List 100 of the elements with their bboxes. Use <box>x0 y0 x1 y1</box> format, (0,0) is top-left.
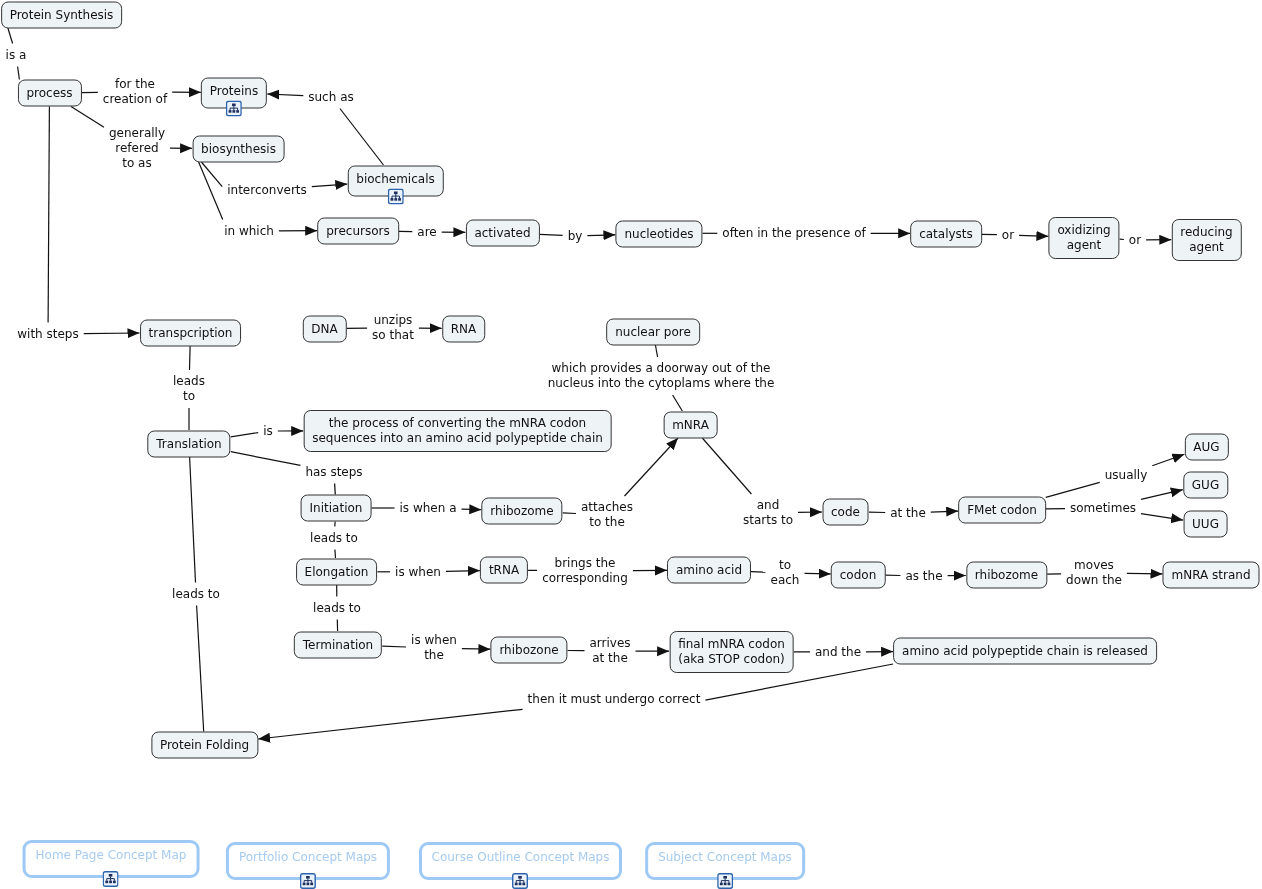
concept-label: biochemicals <box>356 171 435 186</box>
linking-phrase: or <box>1000 227 1016 243</box>
concept-box <box>615 220 703 247</box>
connector-line <box>376 571 391 573</box>
concept-label: the process of converting the mNRA codon sequences into an amino acid polypeptide chain <box>312 415 603 446</box>
connector-line <box>196 604 205 733</box>
arrow <box>1151 453 1185 467</box>
concept-box <box>302 315 347 342</box>
arrow <box>632 565 668 576</box>
connector-line <box>339 107 385 166</box>
connector-line <box>188 345 191 371</box>
linking-phrase: moves down the <box>1065 558 1123 588</box>
connector-line <box>334 548 337 559</box>
linking-phrase: in which <box>223 223 275 239</box>
arrow <box>1140 513 1184 524</box>
arrow <box>1126 568 1164 579</box>
arrow <box>1140 487 1184 500</box>
linking-phrase: often in the presence of <box>721 225 867 241</box>
linking-phrase: or <box>1127 232 1143 248</box>
concept-box <box>295 558 378 585</box>
arrow <box>418 323 443 334</box>
concept-box <box>910 220 982 247</box>
connector-line <box>334 482 336 496</box>
arrow <box>930 506 959 517</box>
concept-label: Protein Synthesis <box>9 7 114 22</box>
concept-label: Protein Folding <box>159 737 250 753</box>
map-link-label: Course Outline Concept Maps <box>431 850 610 865</box>
linking-phrase: which provides a doorway out of the nucleus into the cytoplams where the <box>546 361 776 391</box>
arrow <box>257 708 524 743</box>
connector-line <box>701 437 752 495</box>
arrow <box>586 230 616 241</box>
linking-phrase: then it must undergo correct <box>526 691 702 707</box>
connector-line <box>370 507 396 509</box>
concept-box <box>822 498 869 525</box>
concept-label: RNA <box>450 321 477 336</box>
arrow <box>797 507 823 518</box>
connector-line <box>336 618 339 632</box>
arrow <box>169 143 193 154</box>
arrow <box>278 225 318 236</box>
concept-label: nucleotides <box>624 226 694 241</box>
connector-line <box>1045 508 1066 510</box>
concept-label: nuclear pore <box>615 324 691 339</box>
linking-phrase: attaches to the <box>580 500 634 530</box>
arrow <box>1018 230 1049 241</box>
concept-box <box>830 561 886 588</box>
concept-box <box>1171 218 1242 261</box>
connector-line <box>884 574 901 577</box>
connector-line <box>539 233 564 236</box>
linking-phrase: as the <box>904 568 944 584</box>
linking-phrase: leads to <box>171 586 221 602</box>
concept-label: process <box>26 85 73 101</box>
arrow <box>803 568 832 579</box>
concept-box <box>317 217 399 244</box>
connector-line <box>198 161 224 221</box>
arrow <box>947 570 967 581</box>
concept-label: Initiation <box>309 500 363 516</box>
concept-label: DNA <box>311 321 338 336</box>
connector-line <box>346 327 368 329</box>
connector-line <box>562 512 577 515</box>
linking-phrase: and the <box>813 644 863 660</box>
concept-label: catalysts <box>919 226 973 241</box>
concept-box <box>147 430 231 457</box>
linking-phrase: is when <box>394 564 442 580</box>
concept-label: UUG <box>1192 516 1219 531</box>
concept-label: mNRA strand <box>1171 567 1251 582</box>
concept-box <box>479 556 529 584</box>
linking-phrase: leads to <box>312 600 362 616</box>
concept-box <box>893 637 1157 664</box>
connector-line <box>702 232 718 234</box>
connector-line <box>868 511 886 514</box>
linking-phrase: for the creation of <box>101 77 169 107</box>
concept-box <box>1183 510 1228 537</box>
linking-phrase: and starts to <box>741 498 795 528</box>
arrow <box>460 504 482 515</box>
concept-box <box>667 556 751 584</box>
arrow <box>634 646 670 657</box>
concept-box <box>1184 433 1229 460</box>
connector-line <box>189 456 197 584</box>
concept-label: precursors <box>326 223 390 238</box>
concept-label: reducing agent <box>1180 224 1233 255</box>
concept-box <box>300 494 372 522</box>
concept-label: biosynthesis <box>201 141 276 156</box>
concept-label: GUG <box>1191 477 1220 492</box>
connector-line <box>654 344 659 358</box>
concept-label: rhibozome <box>974 567 1039 583</box>
concept-label: activated <box>474 225 531 240</box>
linking-phrase: usually <box>1103 467 1149 483</box>
linking-phrase: is when the <box>410 633 458 663</box>
arrow <box>83 328 141 339</box>
linking-phrase: with steps <box>16 326 80 342</box>
concept-box <box>441 315 486 342</box>
connector-line <box>567 649 586 652</box>
concept-box <box>965 561 1048 589</box>
concept-box <box>139 319 242 346</box>
connector-line <box>334 520 336 528</box>
arrow <box>445 565 481 576</box>
concept-box <box>1182 471 1229 498</box>
concept-box <box>0 1 123 28</box>
connector-line <box>7 27 14 45</box>
linking-phrase: is <box>262 423 274 439</box>
